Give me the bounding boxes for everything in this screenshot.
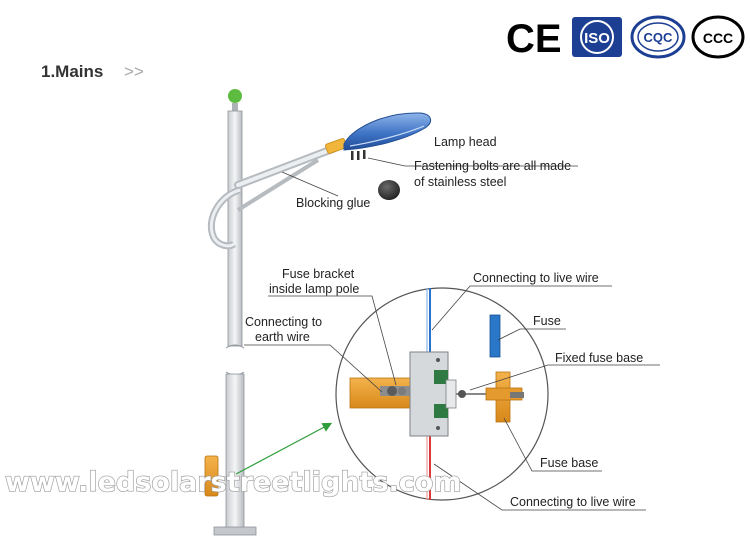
label-fuse-bracket-line1: Fuse bracket <box>282 267 355 281</box>
lamp-head-icon <box>325 112 432 160</box>
label-blocking-glue: Blocking glue <box>296 196 370 210</box>
ccc-logo-icon: CCC <box>691 15 745 59</box>
label-lamp-head: Lamp head <box>434 135 497 149</box>
ce-mark-text: CE <box>506 17 562 61</box>
label-earth-wire-line2: earth wire <box>255 330 310 344</box>
fuse-detail-callout <box>335 287 549 501</box>
cqc-logo-icon: CQC <box>630 15 686 59</box>
lamp-pole <box>204 89 257 536</box>
pole-top-ball-icon <box>228 89 242 103</box>
blocking-glue-icon <box>378 180 400 200</box>
section-arrows-icon: >> <box>124 62 144 81</box>
lamp-arm <box>207 144 339 250</box>
label-live-wire-bottom: Connecting to live wire <box>510 495 636 509</box>
pole-access-door-icon <box>204 455 219 497</box>
label-earth-wire-line1: Connecting to <box>245 315 322 329</box>
label-live-wire-top: Connecting to live wire <box>473 271 599 285</box>
ccc-logo-text: CCC <box>703 30 733 46</box>
iso-logo-icon: ISO <box>572 17 622 57</box>
terminal-block-icon <box>409 351 449 437</box>
iso-logo-text: ISO <box>584 30 610 47</box>
watermark-text: www.ledsolarstreetlights.com <box>5 467 461 498</box>
fuse-icon <box>489 314 501 358</box>
label-fuse-bracket-line2: inside lamp pole <box>269 282 359 296</box>
label-bolts-line2: of stainless steel <box>414 175 506 189</box>
label-bolts-line1: Fastening bolts are all made <box>414 159 571 173</box>
cqc-logo-text: CQC <box>644 30 674 45</box>
detail-pointer-arrow-icon <box>235 422 333 475</box>
label-fuse: Fuse <box>533 314 561 328</box>
ce-mark-icon: CE <box>506 17 562 61</box>
label-fuse-base: Fuse base <box>540 456 598 470</box>
label-fixed-fuse-base: Fixed fuse base <box>555 351 643 365</box>
section-title: 1.Mains <box>41 62 103 81</box>
